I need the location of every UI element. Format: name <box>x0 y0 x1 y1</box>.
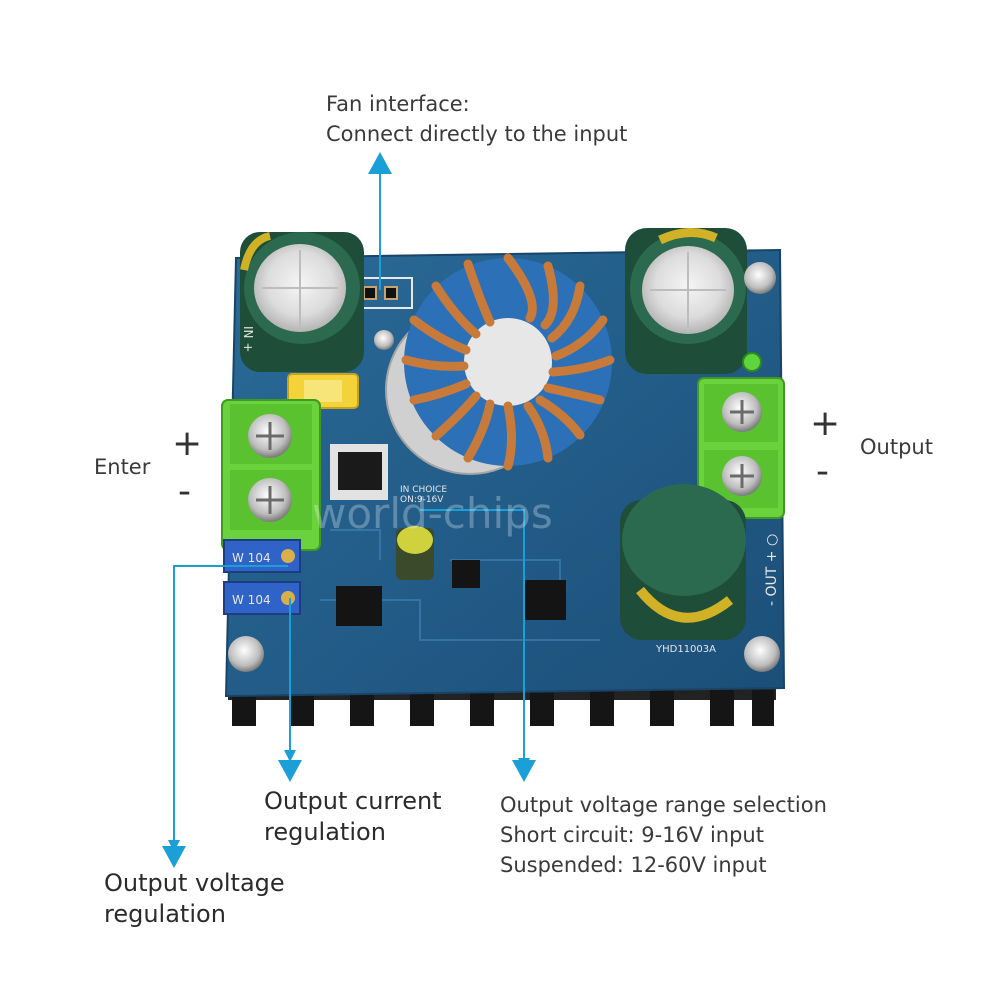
current-potentiometer <box>223 581 301 615</box>
output-label: Output <box>860 435 933 459</box>
callout-lines <box>168 162 530 852</box>
voltage-annotation-line2: regulation <box>104 900 226 928</box>
range-annotation-line3: Suspended: 12-60V input <box>500 853 767 877</box>
output-capacitor-top <box>625 228 747 374</box>
fan-annotation-line2: Connect directly to the input <box>326 122 628 146</box>
output-terminal-block <box>697 377 785 519</box>
current-arrowhead <box>278 760 302 782</box>
pot-marking-2: W 104 <box>232 593 271 607</box>
ics <box>336 560 566 626</box>
out-marking: - OUT + ○ <box>764 534 780 606</box>
choice-marking-2: ON:9-16V <box>400 495 444 505</box>
input-terminal-block <box>221 399 321 551</box>
small-capacitor <box>396 526 434 580</box>
input-plus-sign: + <box>172 423 203 464</box>
voltage-regulation-annotation: Output voltage regulation <box>104 868 285 930</box>
fan-annotation-line1: Fan interface: <box>326 92 470 116</box>
model-marking: YHD11003A <box>655 644 716 655</box>
mounting-screws <box>228 262 780 672</box>
range-annotation-line2: Short circuit: 9-16V input <box>500 823 764 847</box>
output-plus-sign: + <box>810 403 841 444</box>
fan-arrowhead <box>368 152 392 174</box>
range-arrowhead <box>512 760 536 782</box>
power-led <box>742 352 762 372</box>
current-annotation-line2: regulation <box>264 818 386 846</box>
voltage-arrowhead <box>162 846 186 868</box>
callout-arrowheads <box>162 152 536 868</box>
voltage-callout-line <box>168 565 288 852</box>
fan-annotation: Fan interface: Connect directly to the i… <box>326 89 627 149</box>
input-label: Enter <box>94 455 151 479</box>
choice-marking-1: IN CHOICE <box>400 485 447 495</box>
current-annotation-line1: Output current <box>264 787 442 815</box>
in-marking: IN + <box>241 326 255 352</box>
pot-marking-1: W 104 <box>232 551 271 565</box>
current-regulation-annotation: Output current regulation <box>264 786 442 848</box>
range-annotation-line1: Output voltage range selection <box>500 793 827 817</box>
toroid-inductor <box>385 253 615 475</box>
input-capacitor <box>240 232 364 372</box>
output-minus-sign: - <box>816 451 829 492</box>
watermark: world-chips <box>312 489 553 538</box>
input-minus-sign: - <box>178 471 191 512</box>
range-selection-annotation: Output voltage range selection Short cir… <box>500 790 827 880</box>
range-callout-line <box>420 509 530 770</box>
output-capacitor-bottom <box>620 484 746 640</box>
mosfet <box>330 444 388 500</box>
voltage-annotation-line1: Output voltage <box>104 869 285 897</box>
